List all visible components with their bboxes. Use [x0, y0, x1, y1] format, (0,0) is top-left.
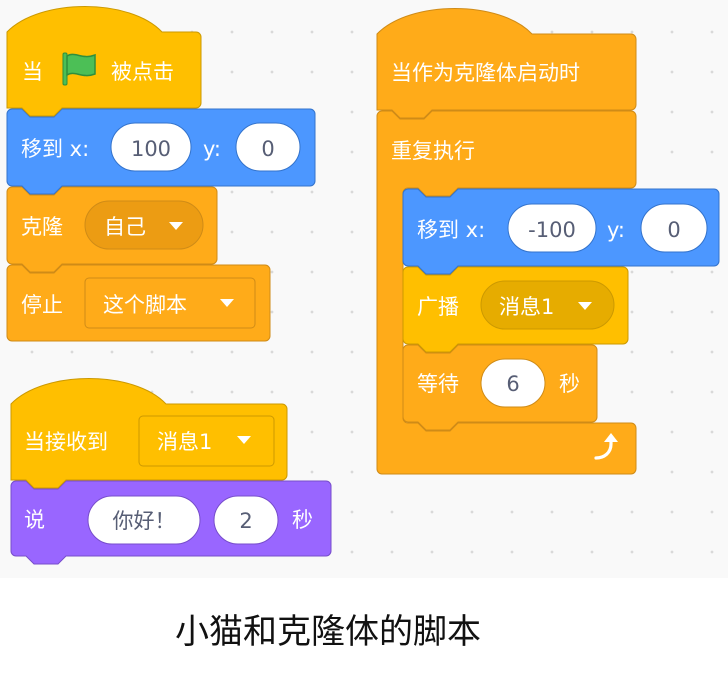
clone-goto-y-label: y: [607, 218, 625, 242]
script-receive[interactable]: 当接收到 消息1 说 你好！ 2 秒 [10, 378, 332, 565]
clone-goto-label: 移到 x: [417, 218, 485, 242]
script-clone[interactable]: 当作为克隆体启动时 重复执行 移到 x: -100 y: 0 广播 消息1 等待… [376, 8, 720, 475]
loop-arrow-icon [594, 433, 618, 460]
code-area: 当 被点击 移到 x: 100 y: 0 克隆 自己 停止 这个脚本 当接收到 … [0, 0, 728, 578]
clone-hat-label: 当作为克隆体启动时 [391, 61, 580, 85]
chevron-down-icon [578, 302, 592, 310]
clone-target-value: 自己 [104, 215, 146, 239]
green-flag-icon[interactable] [62, 52, 96, 86]
script-green-flag[interactable]: 当 被点击 移到 x: 100 y: 0 克隆 自己 停止 这个脚本 [6, 6, 316, 342]
goto-x-value: 100 [131, 137, 171, 161]
say-secs-input[interactable] [213, 495, 279, 545]
goto-y-input[interactable] [235, 122, 301, 172]
clicked-label: 被点击 [111, 60, 174, 84]
wait-unit-label: 秒 [559, 372, 580, 396]
broadcast-message-value: 消息1 [499, 295, 554, 319]
goto-y-label: y: [203, 137, 221, 161]
caption: 小猫和克隆体的脚本 [175, 612, 481, 652]
receive-message-value: 消息1 [157, 430, 212, 454]
receive-message-dropdown[interactable] [138, 415, 275, 467]
stop-option-dropdown[interactable] [84, 277, 256, 329]
wait-secs-value: 6 [506, 372, 519, 396]
receive-label: 当接收到 [24, 430, 108, 454]
broadcast-label: 广播 [417, 295, 459, 319]
stop-option-value: 这个脚本 [103, 293, 187, 317]
say-unit-label: 秒 [292, 508, 313, 532]
say-text-input[interactable] [87, 495, 201, 545]
stop-label: 停止 [21, 293, 63, 317]
wait-secs-input[interactable] [480, 358, 546, 408]
clone-goto-y-input[interactable] [640, 203, 708, 253]
wait-label: 等待 [417, 372, 459, 396]
say-label: 说 [24, 508, 45, 532]
goto-y-value: 0 [261, 137, 274, 161]
say-text-value: 你好！ [113, 509, 176, 533]
broadcast-message-dropdown[interactable] [480, 280, 615, 330]
green-flag-hat-block[interactable] [6, 6, 202, 117]
clone-goto-x-value: -100 [528, 218, 576, 242]
scripts-svg: 当 被点击 移到 x: 100 y: 0 克隆 自己 停止 这个脚本 当接收到 … [6, 6, 720, 565]
clone-target-dropdown[interactable] [84, 200, 204, 250]
goto-x-input[interactable] [110, 122, 192, 172]
chevron-down-icon [169, 222, 183, 230]
chevron-down-icon [237, 436, 251, 444]
clone-goto-y-value: 0 [667, 218, 680, 242]
forever-label: 重复执行 [391, 139, 475, 163]
goto-label: 移到 x: [21, 137, 89, 161]
when-label: 当 [22, 60, 43, 84]
clone-label: 克隆 [21, 215, 63, 239]
clone-goto-x-input[interactable] [507, 203, 597, 253]
say-secs-value: 2 [239, 509, 252, 533]
clone-start-hat-block[interactable] [376, 8, 637, 119]
chevron-down-icon [220, 299, 234, 307]
